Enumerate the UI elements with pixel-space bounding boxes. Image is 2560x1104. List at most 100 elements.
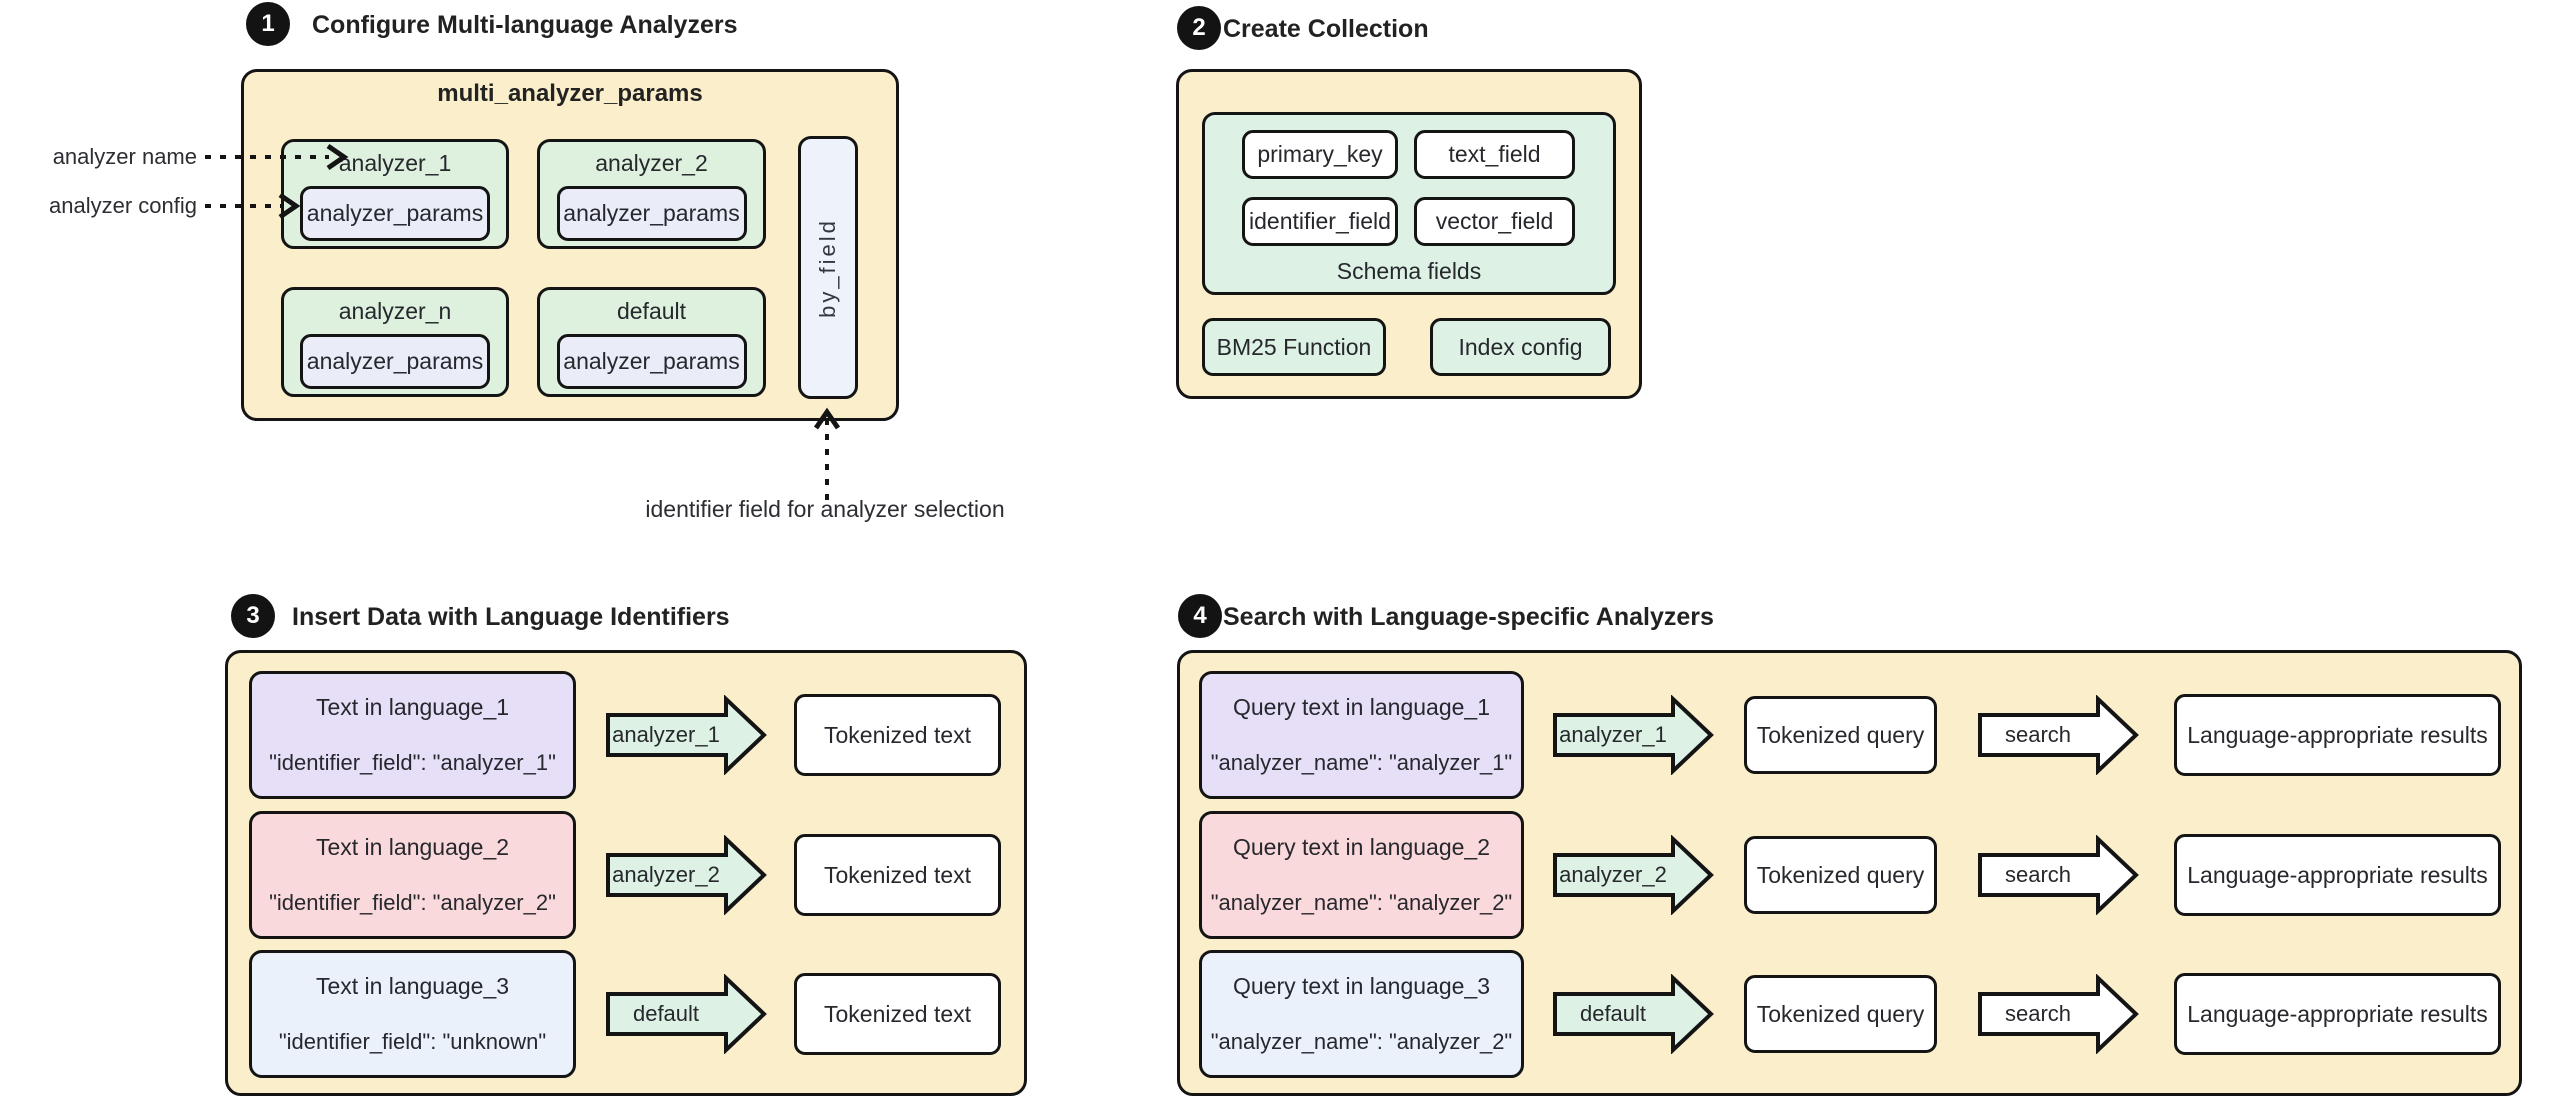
index-config-label: Index config bbox=[1458, 333, 1583, 360]
search-row2-tokenized-label: Tokenized query bbox=[1756, 861, 1925, 888]
search-row2-analyzer-label: analyzer_2 bbox=[1559, 862, 1667, 887]
analyzer-name-annotation: analyzer name bbox=[52, 144, 197, 169]
step3-number: 3 bbox=[246, 602, 260, 629]
analyzer-2-box: analyzer_2 analyzer_params bbox=[537, 139, 766, 249]
insert-row3-output-label: Tokenized text bbox=[823, 1000, 972, 1027]
block-arrow-icon bbox=[1553, 695, 1714, 775]
insert-row2-output-label: Tokenized text bbox=[823, 861, 972, 888]
analyzer-n-box: analyzer_n analyzer_params bbox=[281, 287, 509, 397]
step1-title: Configure Multi-language Analyzers bbox=[312, 11, 738, 39]
insert-row3-identifier: "identifier_field": "unknown" bbox=[278, 1029, 547, 1054]
search-row1-tokenized-box: Tokenized query bbox=[1744, 696, 1937, 774]
block-arrow-icon bbox=[606, 695, 767, 775]
primary-key-label: primary_key bbox=[1257, 141, 1383, 167]
search-row3-text: Query text in language_3 bbox=[1232, 973, 1490, 999]
search-row1-analyzer-label: analyzer_1 bbox=[1559, 722, 1667, 747]
search-row1-text: Query text in language_1 bbox=[1232, 694, 1490, 720]
search-row2-search-label: search bbox=[2004, 862, 2072, 887]
search-row3-search-arrow: search bbox=[1978, 974, 2140, 1054]
block-arrow-icon bbox=[606, 974, 767, 1054]
insert-row1-source: Text in language_1 "identifier_field": "… bbox=[249, 671, 576, 799]
search-row1-search-label: search bbox=[2004, 722, 2072, 747]
search-row3-analyzer-label: default bbox=[1579, 1001, 1647, 1026]
analyzer-1-params-box: analyzer_params bbox=[300, 186, 490, 241]
insert-row3-source: Text in language_3 "identifier_field": "… bbox=[249, 950, 576, 1078]
insert-row3-analyzer-label: default bbox=[632, 1001, 700, 1026]
insert-row2-output-box: Tokenized text bbox=[794, 834, 1001, 916]
search-row3-tokenized-label: Tokenized query bbox=[1756, 1000, 1925, 1027]
search-row2-query: Query text in language_2 "analyzer_name"… bbox=[1199, 811, 1524, 939]
text-field: text_field bbox=[1414, 130, 1575, 179]
analyzer-2-params-label: analyzer_params bbox=[563, 200, 740, 226]
insert-row1-output-label: Tokenized text bbox=[823, 721, 972, 748]
step3-badge: 3 bbox=[231, 594, 275, 638]
insert-row2-analyzer-arrow: analyzer_2 bbox=[606, 835, 768, 915]
step3-title: Insert Data with Language Identifiers bbox=[292, 603, 730, 631]
insert-row1-analyzer-arrow: analyzer_1 bbox=[606, 695, 768, 775]
insert-row2-text: Text in language_2 bbox=[315, 834, 510, 860]
analyzer-n-params-label: analyzer_params bbox=[306, 348, 484, 374]
search-row1-tokenized-label: Tokenized query bbox=[1756, 721, 1925, 748]
insert-row2-source: Text in language_2 "identifier_field": "… bbox=[249, 811, 576, 939]
identifier-field-label: identifier_field bbox=[1249, 208, 1391, 234]
multi-analyzer-params-heading: multi_analyzer_params bbox=[437, 80, 703, 107]
search-row3-tokenized-box: Tokenized query bbox=[1744, 975, 1937, 1053]
step2-number: 2 bbox=[1192, 14, 1206, 41]
step4-badge: 4 bbox=[1178, 594, 1222, 638]
search-row2-tokenized-box: Tokenized query bbox=[1744, 836, 1937, 914]
search-row2-analyzer-arrow: analyzer_2 bbox=[1553, 835, 1715, 915]
analyzer-default-params-box: analyzer_params bbox=[556, 334, 747, 389]
primary-key-field: primary_key bbox=[1242, 130, 1398, 179]
analyzer-1-params-label: analyzer_params bbox=[306, 200, 484, 226]
search-row2-identifier: "analyzer_name": "analyzer_2" bbox=[1210, 890, 1513, 915]
identifier-field-note: identifier field for analyzer selection bbox=[645, 496, 1005, 522]
insert-row1-identifier: "identifier_field": "analyzer_1" bbox=[269, 750, 556, 775]
block-arrow-icon bbox=[606, 835, 767, 915]
search-row3-analyzer-arrow: default bbox=[1553, 974, 1715, 1054]
bm25-function-label: BM25 Function bbox=[1216, 333, 1372, 360]
search-row1-result-label: Language-appropriate results bbox=[2187, 721, 2488, 748]
search-row3-result-box: Language-appropriate results bbox=[2174, 973, 2501, 1055]
search-row1-identifier: "analyzer_name": "analyzer_1" bbox=[1210, 750, 1513, 775]
search-row2-text: Query text in language_2 bbox=[1232, 834, 1490, 860]
identifier-field: identifier_field bbox=[1242, 197, 1398, 246]
insert-row1-text: Text in language_1 bbox=[315, 694, 510, 720]
vector-field: vector_field bbox=[1414, 197, 1575, 246]
analyzer-1-box: analyzer_1 analyzer_params bbox=[281, 139, 509, 249]
analyzer-default-name: default bbox=[616, 298, 687, 324]
search-row1-query: Query text in language_1 "analyzer_name"… bbox=[1199, 671, 1524, 799]
search-row1-search-arrow: search bbox=[1978, 695, 2140, 775]
text-field-label: text_field bbox=[1448, 141, 1541, 167]
by-field-box: by_field bbox=[798, 136, 858, 399]
block-arrow-icon bbox=[1978, 835, 2139, 915]
index-config-box: Index config bbox=[1430, 318, 1611, 376]
insert-row3-analyzer-arrow: default bbox=[606, 974, 768, 1054]
block-arrow-icon bbox=[1553, 835, 1714, 915]
search-row2-search-arrow: search bbox=[1978, 835, 2140, 915]
step2-badge: 2 bbox=[1177, 6, 1221, 50]
analyzer-1-name: analyzer_1 bbox=[338, 150, 452, 176]
insert-row2-identifier: "identifier_field": "analyzer_2" bbox=[269, 890, 556, 915]
analyzer-config-annotation: analyzer config bbox=[49, 193, 197, 218]
insert-row1-analyzer-label: analyzer_1 bbox=[612, 722, 720, 747]
search-row2-result-label: Language-appropriate results bbox=[2187, 861, 2488, 888]
search-row3-identifier: "analyzer_name": "analyzer_2" bbox=[1210, 1029, 1513, 1054]
search-row2-result-box: Language-appropriate results bbox=[2174, 834, 2501, 916]
block-arrow-icon bbox=[1978, 974, 2139, 1054]
analyzer-n-params-box: analyzer_params bbox=[300, 334, 490, 389]
step1-badge: 1 bbox=[246, 2, 290, 46]
search-row1-result-box: Language-appropriate results bbox=[2174, 694, 2501, 776]
step1-number: 1 bbox=[261, 10, 275, 37]
block-arrow-icon bbox=[1978, 695, 2139, 775]
insert-row1-output-box: Tokenized text bbox=[794, 694, 1001, 776]
analyzer-2-params-box: analyzer_params bbox=[556, 186, 747, 241]
analyzer-2-name: analyzer_2 bbox=[595, 150, 708, 176]
by-field-label: by_field bbox=[815, 217, 840, 318]
search-row3-result-label: Language-appropriate results bbox=[2187, 1000, 2488, 1027]
step2-title: Create Collection bbox=[1223, 15, 1429, 43]
analyzer-n-name: analyzer_n bbox=[338, 298, 452, 324]
schema-fields-label: Schema fields bbox=[1336, 258, 1482, 284]
search-row1-analyzer-arrow: analyzer_1 bbox=[1553, 695, 1715, 775]
search-row3-query: Query text in language_3 "analyzer_name"… bbox=[1199, 950, 1524, 1078]
